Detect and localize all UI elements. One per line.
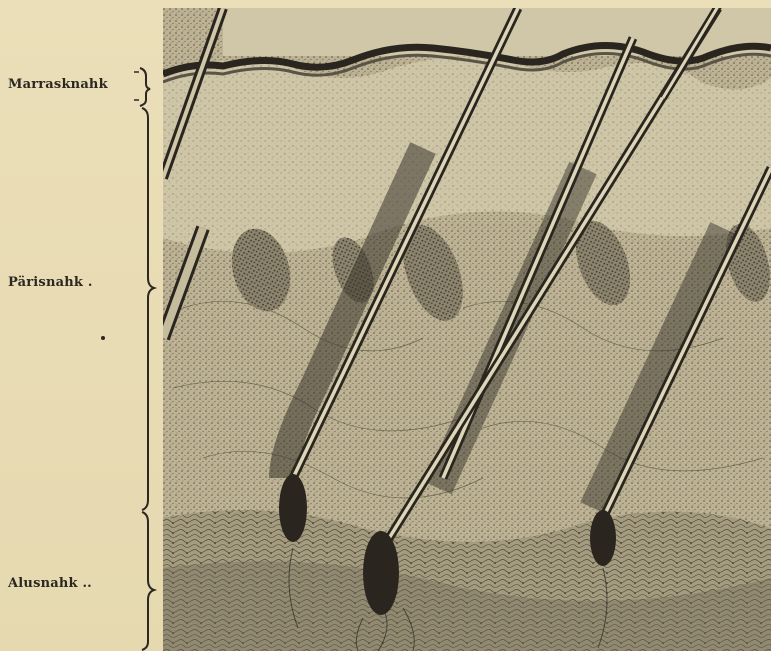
- skin-cross-section-illustration: [163, 8, 771, 651]
- hair-bulb-1: [279, 474, 307, 542]
- skin-engraving: [163, 8, 771, 651]
- brace-subcutis: [142, 512, 154, 650]
- brace-epidermis: [140, 68, 150, 106]
- hair-bulb-3: [590, 510, 616, 566]
- brace-dermis: [142, 108, 154, 510]
- hair-bulb-2: [363, 531, 399, 615]
